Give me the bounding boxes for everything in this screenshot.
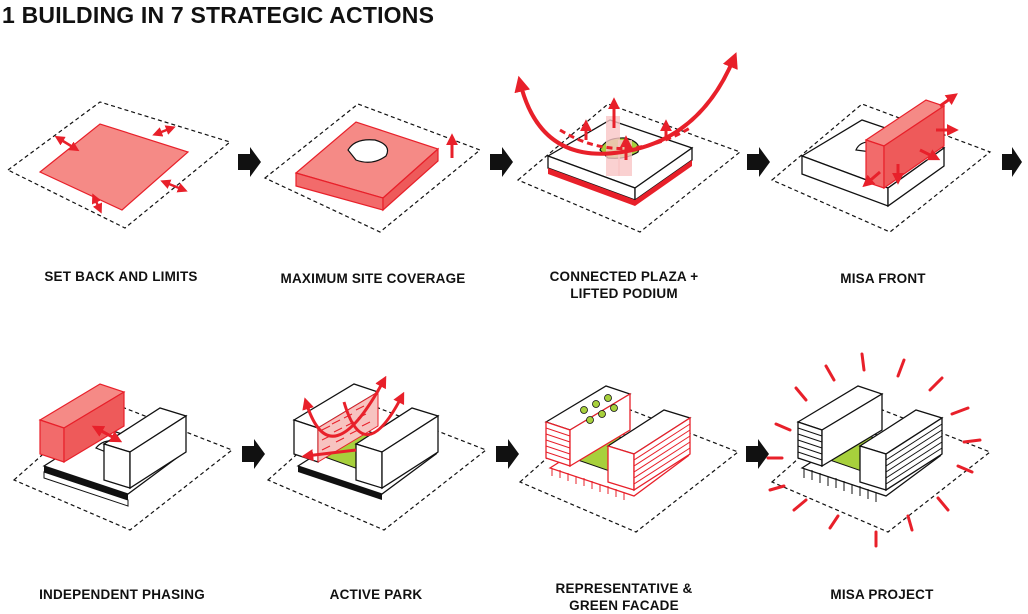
arrow-right-icon (242, 439, 265, 469)
diagram-misa-project (766, 352, 992, 548)
diagram-active-park (266, 375, 488, 531)
step-label-text: ACTIVE PARK (329, 587, 423, 602)
step-label-representative-green-facade: REPRESENTATIVE & GREEN FACADE (514, 580, 734, 614)
step-label-text: SET BACK AND LIMITS (44, 269, 198, 284)
arrow-right-icon (238, 147, 261, 177)
step-label-connected-plaza-lifted-podium: CONNECTED PLAZA + LIFTED PODIUM (514, 268, 734, 302)
step-label-misa-front: MISA FRONT (773, 270, 993, 287)
diagram-representative-green-facade (518, 385, 740, 533)
step-label-set-back-and-limits: SET BACK AND LIMITS (11, 268, 231, 285)
arrow-right-icon (746, 439, 769, 469)
arrow-right-icon (747, 147, 770, 177)
diagram-set-back-and-limits (6, 101, 232, 229)
step-label-maximum-site-coverage: MAXIMUM SITE COVERAGE (263, 270, 483, 287)
diagram-misa-front (770, 93, 992, 233)
step-label-text: INDEPENDENT PHASING (39, 587, 205, 602)
diagram-maximum-site-coverage (263, 103, 482, 233)
step-label-misa-project: MISA PROJECT (772, 586, 992, 603)
step-label-text: REPRESENTATIVE & (555, 581, 693, 596)
step-label-text: MAXIMUM SITE COVERAGE (280, 271, 466, 286)
diagram-connected-plaza-lifted-podium (514, 52, 742, 233)
arrow-right-icon (1002, 147, 1022, 177)
step-label-independent-phasing: INDEPENDENT PHASING (12, 586, 232, 603)
step-label-text: MISA FRONT (840, 271, 926, 286)
diagram-independent-phasing (12, 383, 234, 531)
arrow-right-icon (496, 439, 519, 469)
step-label-text-line2: GREEN FACADE (569, 598, 679, 613)
step-label-text-line2: LIFTED PODIUM (570, 286, 678, 301)
step-label-active-park: ACTIVE PARK (266, 586, 486, 603)
step-label-text: MISA PROJECT (830, 587, 934, 602)
arrow-right-icon (490, 147, 513, 177)
page-title: 1 BUILDING IN 7 STRATEGIC ACTIONS (2, 2, 435, 28)
step-label-text: CONNECTED PLAZA + (549, 269, 699, 284)
